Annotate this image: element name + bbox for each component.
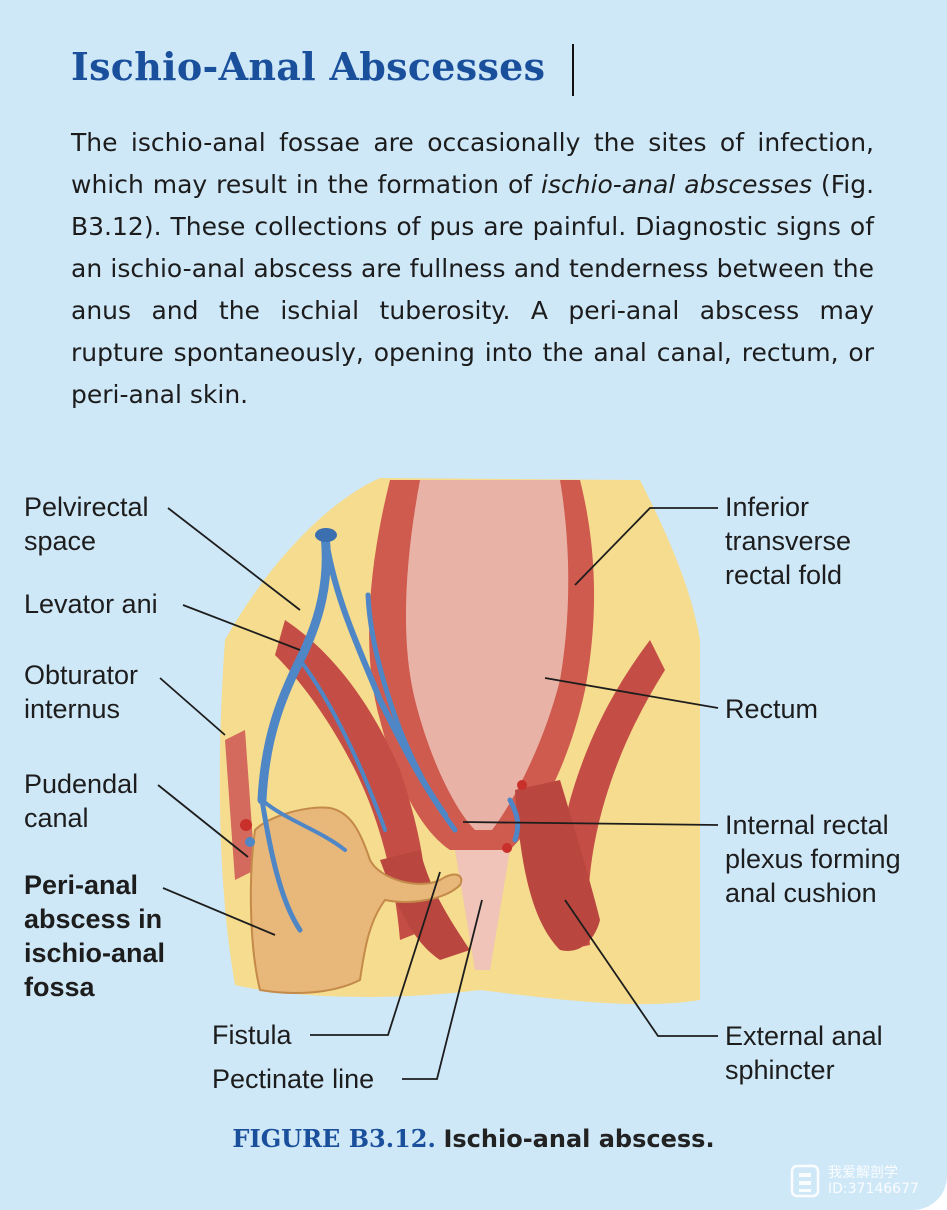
watermark-id: ID:37146677 <box>828 1181 919 1197</box>
page-title: Ischio-Anal Abscesses <box>71 44 546 89</box>
right-vessel-red <box>517 780 527 790</box>
anal-canal <box>455 850 510 970</box>
text-cursor <box>572 44 574 96</box>
vessels <box>257 530 521 933</box>
caption-number: FIGURE B3.12. <box>232 1124 436 1153</box>
label-obturator-internus: Obturator internus <box>24 660 139 724</box>
label-pudendal-canal: Pudendal canal <box>24 769 139 833</box>
watermark-name: 我爱解剖学 <box>828 1165 898 1181</box>
label-pelvirectal-space: Pelvirectal space <box>24 492 149 556</box>
label-internal-rectal-plexus: Internal rectal plexus forming anal cush… <box>725 810 901 908</box>
label-levator-ani: Levator ani <box>24 589 158 619</box>
body-paragraph: The ischio-anal fossae are occasionally … <box>71 122 874 416</box>
paragraph-text-2: (Fig. B3.12). These collections of pus a… <box>71 170 875 409</box>
external-sphincter-left <box>380 850 470 960</box>
paragraph-italic-term: ischio-anal abscesses <box>541 170 812 199</box>
vessel-opening <box>315 528 337 542</box>
caption-text: Ischio-anal abscess. <box>443 1125 715 1153</box>
abscess <box>249 806 463 994</box>
paragraph-text-1: The ischio-anal fossae are occasionally … <box>71 128 874 199</box>
label-external-anal-sphincter: External anal sphincter <box>725 1021 883 1085</box>
label-fistula: Fistula <box>212 1020 292 1050</box>
figure-caption: FIGURE B3.12. Ischio-anal abscess. <box>0 1124 947 1153</box>
anatomy-illustration <box>157 478 719 1080</box>
label-rectum: Rectum <box>725 694 819 724</box>
label-pectinate-line: Pectinate line <box>212 1064 375 1094</box>
label-peri-anal-abscess: Peri-anal abscess in ischio-anal fossa <box>24 870 166 1002</box>
pudendal-artery <box>240 819 252 831</box>
right-vessel-red-2 <box>502 843 512 853</box>
label-inferior-transverse-rectal-fold: Inferior transverse rectal fold <box>725 492 852 590</box>
rectum-mucosa <box>405 480 569 830</box>
watermark-logo-icon <box>790 1164 820 1198</box>
pudendal-vein <box>245 837 255 847</box>
watermark: 我爱解剖学 ID:37146677 <box>790 1162 940 1202</box>
leader-lines <box>157 507 719 1080</box>
